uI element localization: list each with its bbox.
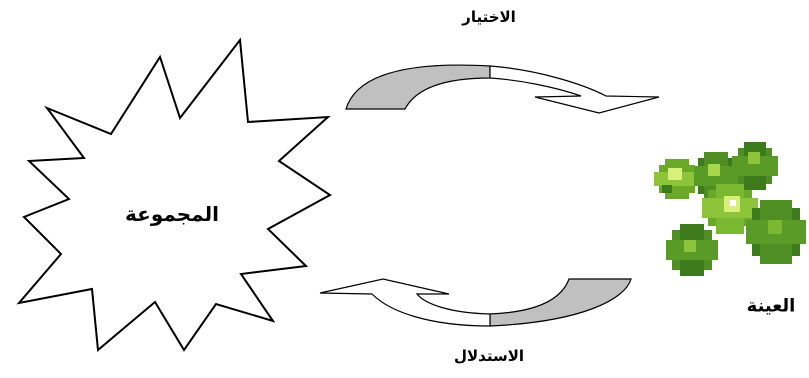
sample-cluster — [654, 142, 806, 276]
sample-label: العينة — [747, 296, 796, 317]
selection-label: الاختيار — [462, 8, 516, 26]
sample-blob-6 — [666, 224, 718, 276]
sample-blob-3 — [732, 142, 778, 190]
population-starburst — [19, 40, 330, 350]
selection-arrow-grey-band — [346, 65, 490, 109]
inference-label: الاستدلال — [454, 347, 524, 365]
inference-arrow-head — [320, 279, 490, 326]
population-label: المجموعة — [125, 202, 219, 226]
inference-arrow-grey-band — [490, 279, 631, 326]
sample-blob-5 — [746, 200, 806, 264]
sample-blob-1 — [654, 159, 700, 199]
selection-arrow-head — [490, 66, 659, 113]
